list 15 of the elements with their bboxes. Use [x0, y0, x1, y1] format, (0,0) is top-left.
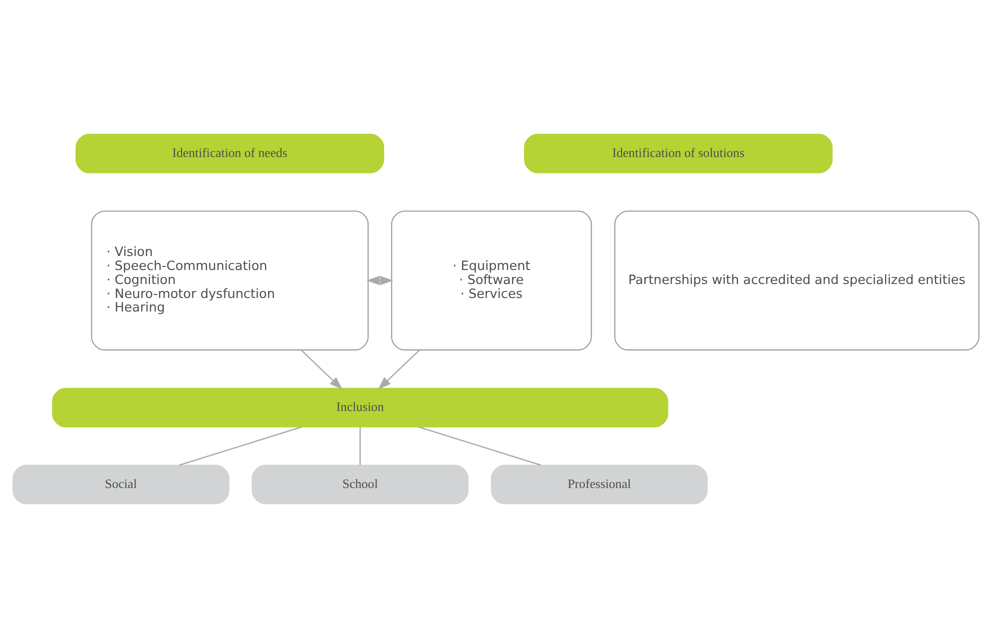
node-box: Identification of solutions: [524, 133, 833, 173]
node-box: Social: [12, 464, 230, 504]
node-box: Partnerships with accredited and specialized entities: [614, 210, 980, 350]
node-box: Professional: [490, 464, 708, 504]
arrow: [366, 275, 394, 285]
node-box: Inclusion: [52, 387, 668, 427]
node-box: · Vision · Speech-Communication · Cognition · Neuro-motor dysfunction · Hearing: [91, 210, 369, 350]
connector: [418, 426, 542, 466]
connector: [359, 426, 361, 465]
arrow: [378, 349, 420, 390]
node-box: · Equipment · Software · Services: [391, 210, 592, 350]
node-box: Identification of needs: [76, 133, 384, 173]
arrow: [301, 349, 343, 390]
connector: [179, 426, 302, 466]
node-box: School: [252, 464, 468, 504]
